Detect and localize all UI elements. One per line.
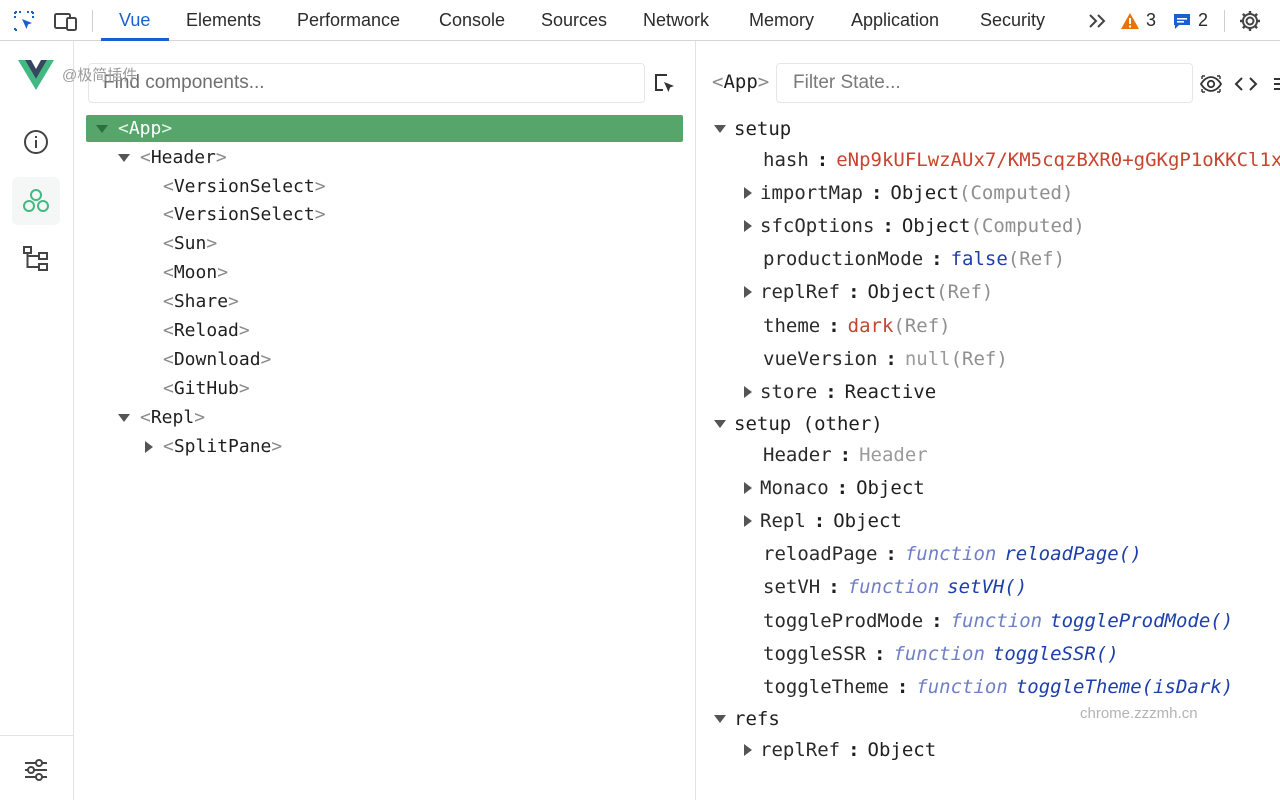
state-inspector-pane: <App> setup hash:eNp9kUFLwzAUx7/KM5cqzBX… [696, 41, 1280, 800]
state-row-importmap[interactable]: importMap:Object(Computed) [744, 178, 1073, 208]
tree-node-versionselect[interactable]: <VersionSelect> [163, 176, 326, 197]
components-button[interactable] [12, 177, 60, 225]
tree-node-download[interactable]: <Download> [163, 349, 272, 370]
component-search-box [88, 63, 645, 103]
tab-application[interactable]: Application [851, 10, 940, 30]
section-refs[interactable]: refs [714, 705, 780, 733]
state-row-hash[interactable]: hash:eNp9kUFLwzAUx7/KM5cqzBXR0+gGKgP1oKK… [763, 149, 1280, 171]
inspect-dom-eye-icon[interactable] [1198, 71, 1224, 97]
device-toolbar-icon[interactable] [53, 8, 79, 34]
collapse-arrow-icon[interactable] [714, 125, 726, 133]
settings-button[interactable] [12, 746, 60, 794]
tab-memory[interactable]: Memory [749, 10, 815, 30]
component-search-input[interactable] [89, 64, 644, 102]
collapse-arrow-icon[interactable] [714, 420, 726, 428]
expand-arrow-icon[interactable] [744, 744, 752, 756]
app-info-button[interactable] [12, 118, 60, 166]
active-tab-indicator [101, 38, 169, 41]
tree-structure-icon [23, 246, 48, 271]
expand-arrow-icon[interactable] [145, 440, 153, 453]
tree-node-splitpane[interactable]: <SplitPane> [145, 432, 282, 461]
vue-devtools-sidebar [0, 41, 74, 800]
warnings-count: 3 [1146, 10, 1157, 30]
tree-node-versionselect[interactable]: <VersionSelect> [163, 204, 326, 225]
state-filter-input[interactable] [777, 64, 1192, 102]
tab-performance[interactable]: Performance [297, 10, 401, 30]
expand-arrow-icon[interactable] [744, 482, 752, 494]
watermark-text: @极简插件 [62, 67, 138, 84]
tab-security[interactable]: Security [980, 10, 1046, 30]
component-tree-pane: <App> <Header> <VersionSelect> <VersionS… [74, 41, 696, 800]
messages-badge[interactable]: 2 [1172, 0, 1208, 41]
section-setup-other[interactable]: setup (other) [714, 410, 883, 438]
collapse-arrow-icon[interactable] [714, 715, 726, 723]
sidebar-divider [0, 735, 73, 736]
select-component-icon[interactable] [652, 71, 678, 97]
collapse-arrow-icon[interactable] [118, 153, 130, 162]
tree-node-app[interactable]: <App> [86, 115, 683, 142]
collapse-arrow-icon[interactable] [118, 413, 130, 422]
components-icon [23, 189, 49, 212]
toolbar-divider [92, 10, 93, 32]
tree-node-moon[interactable]: <Moon> [163, 262, 229, 283]
info-icon [24, 130, 48, 154]
state-row-header[interactable]: Header:Header [763, 444, 928, 466]
expand-arrow-icon[interactable] [744, 220, 752, 232]
devtools-tab-bar: Vue Elements Performance Console Sources… [0, 0, 1280, 41]
expand-arrow-icon[interactable] [744, 286, 752, 298]
collapse-arrow-icon[interactable] [96, 124, 108, 133]
inspect-element-icon[interactable] [11, 8, 37, 34]
component-tree-button[interactable] [12, 235, 60, 283]
sliders-icon [25, 759, 47, 781]
tree-node-github[interactable]: <GitHub> [163, 378, 250, 399]
selected-component-title: <App> [712, 71, 770, 93]
expand-arrow-icon[interactable] [744, 386, 752, 398]
tab-network[interactable]: Network [643, 10, 710, 30]
messages-count: 2 [1198, 10, 1209, 30]
state-row-refs-replref[interactable]: replRef:Object [744, 735, 936, 765]
state-row-store[interactable]: store:Reactive [744, 377, 936, 407]
state-row-monaco[interactable]: Monaco:Object [744, 473, 925, 503]
section-setup[interactable]: setup [714, 115, 791, 143]
state-row-replref[interactable]: replRef:Object(Ref) [744, 277, 993, 307]
tree-node-sun[interactable]: <Sun> [163, 233, 218, 254]
open-in-editor-code-icon[interactable] [1233, 71, 1259, 97]
expand-arrow-icon[interactable] [744, 187, 752, 199]
tab-sources[interactable]: Sources [541, 10, 608, 30]
state-filter-box [776, 63, 1193, 103]
tree-node-share[interactable]: <Share> [163, 291, 239, 312]
tree-node-reload[interactable]: <Reload> [163, 320, 250, 341]
warning-icon [1121, 12, 1139, 29]
warnings-badge[interactable]: 3 [1120, 0, 1156, 41]
state-row-vueversion[interactable]: vueVersion:null(Ref) [763, 348, 1008, 370]
state-row-sfcoptions[interactable]: sfcOptions:Object(Computed) [744, 211, 1085, 241]
expand-arrow-icon[interactable] [744, 515, 752, 527]
toolbar-divider [1224, 10, 1225, 32]
state-row-productionmode[interactable]: productionMode:false(Ref) [763, 248, 1066, 270]
tab-vue[interactable]: Vue [119, 10, 151, 30]
watermark-text: chrome.zzzmh.cn [1080, 705, 1198, 722]
tab-elements[interactable]: Elements [186, 10, 262, 30]
more-options-icon[interactable] [1267, 71, 1280, 97]
message-icon [1174, 13, 1190, 29]
more-tabs-icon[interactable] [1085, 8, 1111, 34]
tab-console[interactable]: Console [439, 10, 506, 30]
tree-node-header[interactable]: <Header> [118, 143, 227, 172]
settings-gear-icon[interactable] [1237, 8, 1263, 34]
state-row-theme[interactable]: theme:dark(Ref) [763, 315, 951, 337]
tree-node-repl[interactable]: <Repl> [118, 403, 205, 432]
state-row-repl[interactable]: Repl:Object [744, 506, 902, 536]
vue-logo-icon [18, 59, 54, 91]
